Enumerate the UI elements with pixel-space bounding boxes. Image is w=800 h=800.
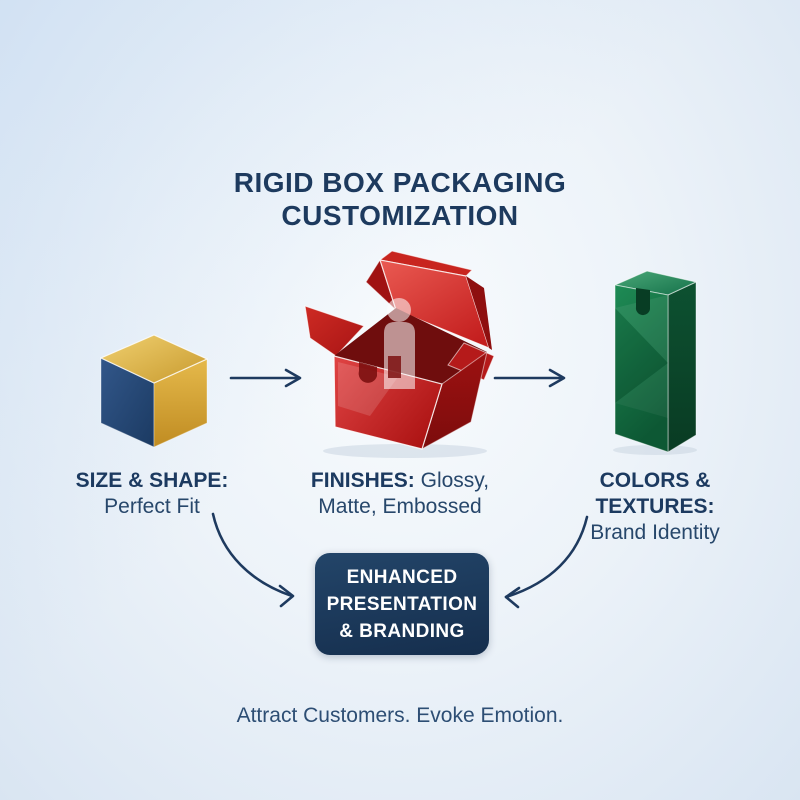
label-size-shape: SIZE & SHAPE: Perfect Fit	[67, 468, 237, 520]
green-right-face	[667, 281, 697, 453]
thumb-notch	[635, 288, 650, 316]
facet-highlight	[615, 295, 668, 363]
cube-top-face	[100, 334, 208, 384]
red-open-box-icon	[304, 250, 495, 458]
title-line-1: RIGID BOX PACKAGING	[233, 167, 567, 198]
page-title: RIGID BOX PACKAGING CUSTOMIZATION	[0, 166, 800, 232]
thumb-notch	[358, 362, 377, 383]
green-tall-box-icon	[613, 270, 698, 455]
label-line-1: COLORS & TEXTURES:	[595, 469, 715, 518]
front-gloss	[338, 362, 398, 416]
label-line-1: SIZE & SHAPE:	[75, 469, 229, 492]
curved-arrow-left	[211, 512, 295, 608]
right-arrow-icon	[493, 368, 566, 388]
label-line-2: Matte, Embossed	[318, 495, 482, 518]
tagline: Attract Customers. Evoke Emotion.	[236, 704, 564, 727]
label-line-1: FINISHES: Glossy,	[310, 469, 490, 492]
title-line-2: CUSTOMIZATION	[281, 200, 519, 231]
result-box: ENHANCED PRESENTATION & BRANDING	[315, 553, 489, 655]
green-front-face	[614, 284, 669, 453]
result-line-3: & BRANDING	[339, 620, 465, 642]
label-line-2: Perfect Fit	[104, 495, 200, 518]
gold-navy-cube-icon	[100, 334, 208, 448]
result-line-2: PRESENTATION	[326, 593, 478, 615]
label-line-2: Brand Identity	[590, 521, 720, 544]
facet-shade	[615, 308, 668, 403]
silhouette-notch	[388, 356, 401, 378]
right-arrow-icon	[229, 368, 302, 388]
label-finishes: FINISHES: Glossy, Matte, Embossed	[300, 468, 500, 520]
lid-right-fold	[466, 276, 492, 350]
box-shadow	[613, 445, 697, 455]
box-shadow	[323, 444, 487, 458]
result-line-1: ENHANCED	[346, 566, 458, 588]
label-colors-textures: COLORS & TEXTURES: Brand Identity	[540, 468, 770, 546]
facet-highlight	[615, 363, 668, 418]
